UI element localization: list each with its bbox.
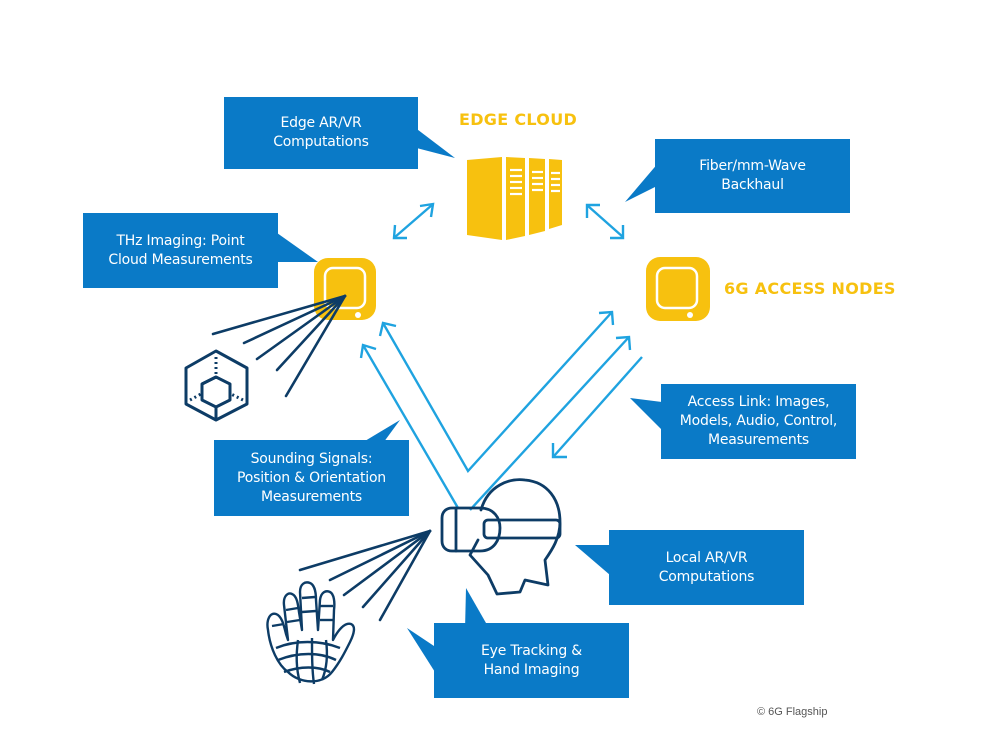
callout-tail-local-computations — [575, 545, 610, 575]
copyright-text: © 6G Flagship — [757, 706, 828, 718]
callout-access-link: Access Link: Images, Models, Audio, Cont… — [661, 384, 856, 459]
callout-tail-eye-hand-a — [407, 628, 440, 680]
callout-line: Access Link: Images, — [687, 394, 830, 410]
callout-line: Cloud Measurements — [108, 251, 253, 268]
access-nodes-label: 6G ACCESS NODES — [724, 279, 896, 298]
callout-line: THz Imaging: Point — [116, 232, 245, 249]
wireframe-hand-icon — [266, 581, 356, 685]
callout-tail-eye-hand-b — [465, 588, 490, 630]
backhaul-arrow-right — [585, 203, 625, 240]
cube-icon — [184, 349, 249, 422]
callout-tail-access-link — [630, 398, 662, 430]
callout-line: Models, Audio, Control, — [679, 413, 838, 429]
callout-line: Hand Imaging — [483, 661, 580, 678]
backhaul-arrow-left — [392, 202, 435, 240]
callout-line: Position & Orientation — [237, 469, 386, 486]
callout-local-computations: Local AR/VR Computations — [609, 530, 804, 605]
access-link-arrow — [551, 356, 643, 459]
callout-line: Measurements — [260, 488, 362, 505]
callout-sounding-signals: Sounding Signals: Position & Orientation… — [214, 440, 409, 516]
callout-line: Fiber/mm-Wave — [699, 158, 806, 174]
callout-eye-hand: Eye Tracking & Hand Imaging — [434, 623, 629, 698]
callout-backhaul: Fiber/mm-Wave Backhaul — [655, 139, 850, 213]
callout-thz-imaging: THz Imaging: Point Cloud Measurements — [83, 213, 278, 288]
callout-line: Computations — [273, 134, 369, 150]
sounding-signal-paths — [359, 310, 632, 511]
callout-line: Sounding Signals: — [250, 450, 373, 467]
callout-edge-computations: Edge AR/VR Computations — [224, 97, 418, 169]
callout-line: Local AR/VR — [665, 549, 748, 566]
eye-hand-rays — [298, 529, 432, 622]
callout-line: Edge AR/VR — [280, 115, 362, 131]
callout-line: Measurements — [707, 432, 809, 448]
vr-headset-head-icon — [440, 478, 562, 596]
edge-cloud-label: EDGE CLOUD — [459, 110, 578, 129]
callout-line: Eye Tracking & — [480, 642, 583, 659]
callout-line: Backhaul — [721, 177, 784, 193]
callout-line: Computations — [658, 568, 755, 585]
thz-imaging-rays — [211, 294, 347, 398]
access-node-icon-right — [646, 257, 710, 321]
callout-tail-thz-imaging — [270, 228, 318, 262]
server-rack-icon — [467, 157, 562, 240]
